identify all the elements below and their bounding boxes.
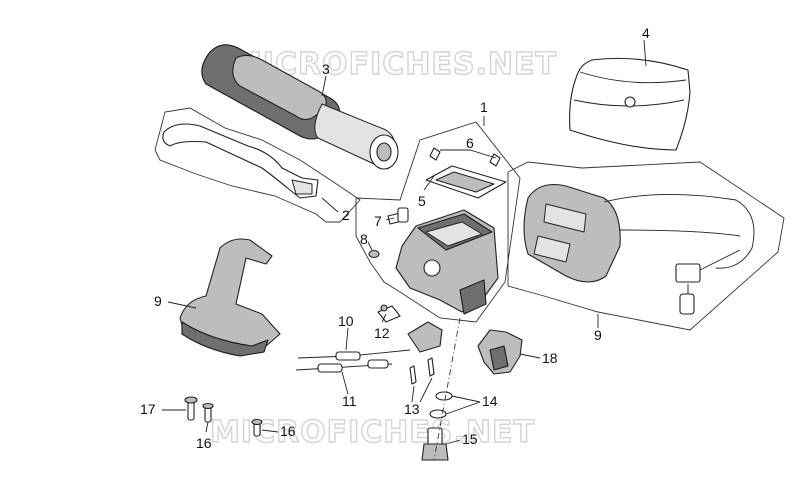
screw-17 <box>184 396 198 421</box>
callout-17: 17 <box>140 401 156 417</box>
callout-13: 13 <box>404 401 420 417</box>
callout-labels: 1 2 3 4 5 6 7 8 9 9 10 11 12 13 14 15 16… <box>140 25 650 451</box>
leader-lines <box>162 39 647 445</box>
callout-5: 5 <box>418 193 426 209</box>
handlebar-grip <box>201 44 399 170</box>
assembly-outline-master-cylinder <box>355 121 521 323</box>
clamp-18 <box>477 329 523 375</box>
assembly-outline-switch <box>507 161 785 331</box>
callout-4: 4 <box>642 25 650 41</box>
callout-6: 6 <box>466 135 474 151</box>
callout-16-left: 16 <box>196 435 212 451</box>
switch-connector-12 <box>377 304 401 323</box>
callout-8: 8 <box>360 231 368 247</box>
callout-10: 10 <box>338 313 354 329</box>
clamp-13 <box>407 321 443 385</box>
callout-12: 12 <box>374 325 390 341</box>
callout-7: 7 <box>374 213 382 229</box>
callout-15: 15 <box>462 431 478 447</box>
callout-11: 11 <box>342 393 357 409</box>
brake-lever <box>162 123 319 199</box>
screw-16-right <box>251 418 263 437</box>
washer-8 <box>368 249 380 259</box>
callout-2: 2 <box>342 207 350 223</box>
switch-cables <box>295 349 411 373</box>
banjo-bolt-15 <box>421 427 449 461</box>
screw-7 <box>387 207 409 225</box>
screw-16-left <box>202 402 214 423</box>
callout-9-left: 9 <box>154 293 162 309</box>
callout-14: 14 <box>482 393 498 409</box>
master-cylinder <box>395 209 499 315</box>
lever-cover <box>569 57 691 151</box>
reservoir-cap-screws <box>425 147 507 199</box>
callout-16-right: 16 <box>280 423 296 439</box>
alignment-axis <box>433 317 461 461</box>
assembly-outline-left <box>154 107 361 223</box>
switch-block <box>523 183 755 315</box>
callout-18: 18 <box>542 350 558 366</box>
lower-cover <box>179 238 281 357</box>
callout-1: 1 <box>480 99 488 115</box>
watermark-bottom: MICROFICHES.NET <box>210 415 535 450</box>
callout-3: 3 <box>322 61 330 77</box>
callout-9-right: 9 <box>594 327 602 343</box>
